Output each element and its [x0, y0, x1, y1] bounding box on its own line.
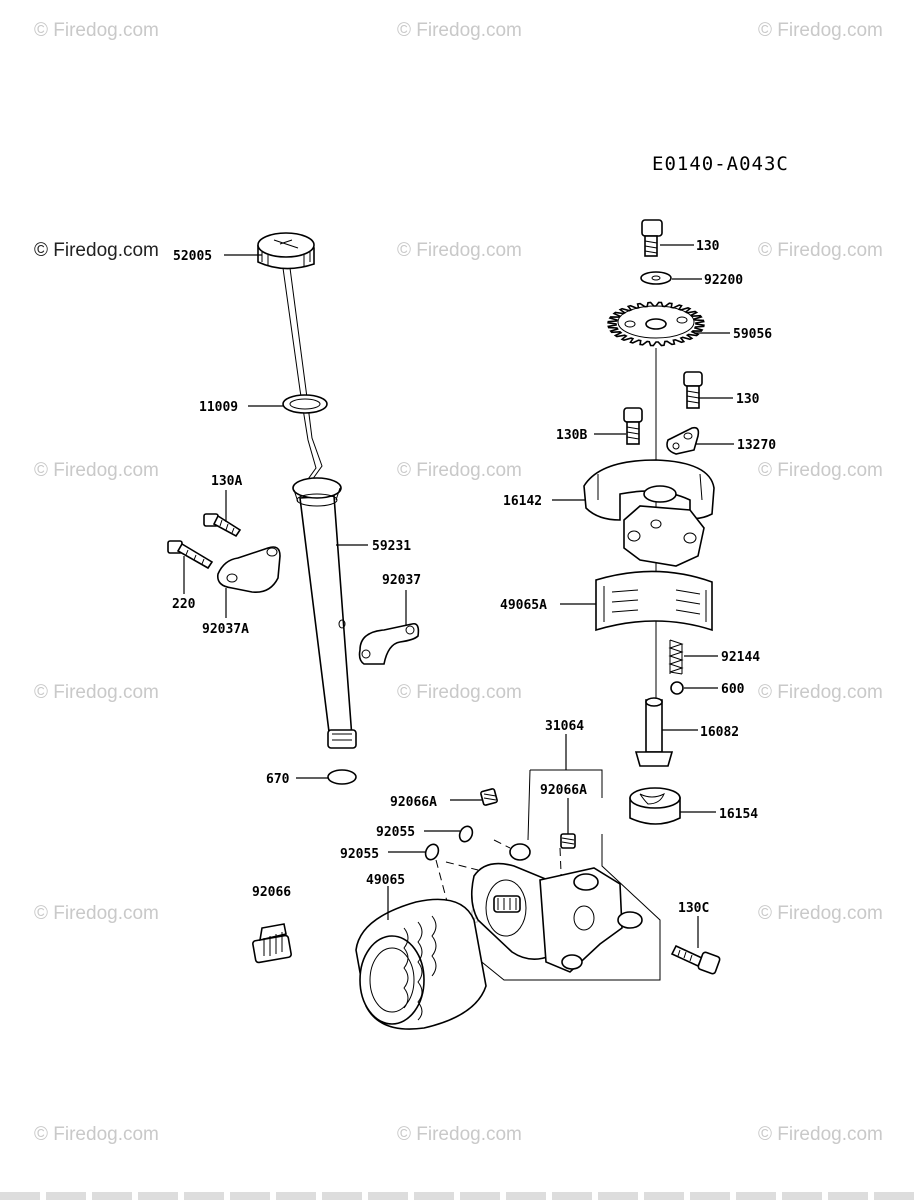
plug-92066A-left[interactable]	[480, 788, 498, 806]
watermark: © Firedog.com	[397, 1124, 522, 1145]
leader-lines	[183, 244, 734, 948]
label-130-mid: 130	[736, 392, 760, 407]
gear-59056[interactable]	[607, 301, 705, 347]
o-ring-670[interactable]	[327, 769, 357, 785]
clamp-92037[interactable]	[358, 622, 420, 665]
watermark: © Firedog.com	[34, 903, 159, 924]
dipstick-rod	[282, 267, 319, 491]
screen-49065A[interactable]	[595, 570, 713, 632]
plate-13270[interactable]	[666, 426, 700, 455]
dipstick-cap[interactable]	[257, 232, 315, 270]
bracket-92037A[interactable]	[216, 546, 281, 594]
label-16142: 16142	[503, 494, 542, 509]
label-13270: 13270	[737, 438, 776, 453]
watermark: © Firedog.com	[34, 460, 159, 481]
label-16082: 16082	[700, 725, 739, 740]
label-130B: 130B	[556, 428, 587, 443]
watermark: © Firedog.com	[34, 682, 159, 703]
label-59231: 59231	[372, 539, 411, 554]
watermark: © Firedog.com	[34, 240, 159, 261]
bottom-strip	[0, 1192, 917, 1200]
watermark: © Firedog.com	[758, 20, 883, 41]
watermark: © Firedog.com	[34, 1124, 159, 1145]
watermark: © Firedog.com	[758, 903, 883, 924]
ball-600[interactable]	[670, 681, 684, 695]
spring-92144[interactable]	[668, 639, 684, 675]
label-92037A: 92037A	[202, 622, 249, 637]
bolt-220[interactable]	[167, 540, 214, 570]
label-92144: 92144	[721, 650, 760, 665]
drain-plug-92066[interactable]	[252, 923, 292, 964]
diagram-code: E0140-A043C	[652, 153, 789, 175]
oil-filter-49065[interactable]	[355, 898, 487, 1030]
label-52005: 52005	[173, 249, 212, 264]
label-92037: 92037	[382, 573, 421, 588]
label-59056: 59056	[733, 327, 772, 342]
label-11009: 11009	[199, 400, 238, 415]
label-130C: 130C	[678, 901, 709, 916]
label-92066: 92066	[252, 885, 291, 900]
label-92200: 92200	[704, 273, 743, 288]
bolt-130A[interactable]	[203, 513, 242, 538]
watermark: © Firedog.com	[758, 240, 883, 261]
watermark: © Firedog.com	[758, 682, 883, 703]
o-ring-92055-b[interactable]	[423, 842, 441, 862]
label-49065: 49065	[366, 873, 405, 888]
plug-92066A-right[interactable]	[560, 833, 576, 849]
label-92055-a: 92055	[376, 825, 415, 840]
label-220: 220	[172, 597, 196, 612]
label-31064: 31064	[545, 719, 584, 734]
watermark: © Firedog.com	[397, 20, 522, 41]
filter-adaptor[interactable]	[470, 843, 643, 973]
watermark: © Firedog.com	[397, 460, 522, 481]
label-16154: 16154	[719, 807, 758, 822]
part-labels: 52005 11009 130A 220 92037A 59231 92037 …	[172, 239, 776, 916]
label-600: 600	[721, 682, 745, 697]
pump-housing-16142[interactable]	[583, 459, 715, 567]
shaft-16082[interactable]	[634, 697, 674, 767]
label-49065A: 49065A	[500, 598, 547, 613]
label-130-top: 130	[696, 239, 720, 254]
label-92066A-left: 92066A	[390, 795, 437, 810]
o-ring-11009[interactable]	[282, 394, 328, 414]
bolt-130B[interactable]	[623, 407, 643, 445]
watermark: © Firedog.com	[758, 460, 883, 481]
rotor-16154[interactable]	[629, 787, 681, 825]
watermark: © Firedog.com	[34, 20, 159, 41]
watermark: © Firedog.com	[397, 682, 522, 703]
label-92066A-right: 92066A	[540, 783, 587, 798]
label-670: 670	[266, 772, 290, 787]
label-92055-b: 92055	[340, 847, 379, 862]
bolt-130-mid[interactable]	[683, 371, 703, 409]
o-ring-92055-a[interactable]	[457, 824, 475, 844]
filler-pipe[interactable]	[292, 477, 357, 749]
washer-92200[interactable]	[640, 271, 672, 285]
watermark: © Firedog.com	[397, 240, 522, 261]
label-130A: 130A	[211, 474, 242, 489]
bolt-130C[interactable]	[670, 944, 721, 975]
watermark: © Firedog.com	[758, 1124, 883, 1145]
bolt-130-top[interactable]	[641, 219, 663, 257]
